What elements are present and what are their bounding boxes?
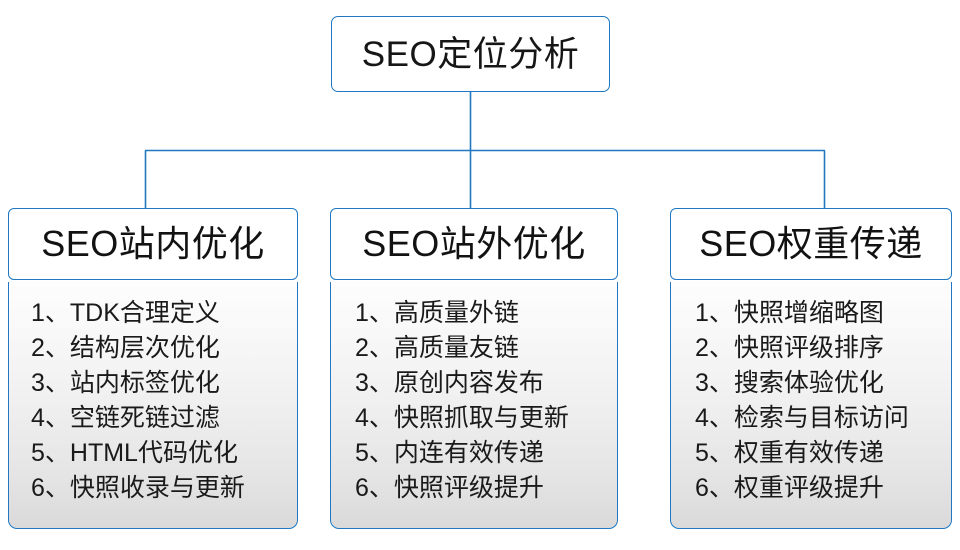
list-item: 4、空链死链过滤 bbox=[31, 404, 220, 432]
list-item: 3、原创内容发布 bbox=[355, 369, 544, 397]
branch-body-seo-offsite: 1、高质量外链 2、高质量友链 3、原创内容发布 4、快照抓取与更新 5、内连有… bbox=[330, 282, 618, 529]
list-item: 3、站内标签优化 bbox=[31, 369, 220, 397]
branch-body-seo-weight: 1、快照增缩略图 2、快照评级排序 3、搜索体验优化 4、检索与目标访问 5、权… bbox=[670, 282, 952, 529]
branch-header-seo-offsite[interactable]: SEO站外优化 bbox=[330, 208, 618, 280]
list-item: 5、HTML代码优化 bbox=[31, 439, 238, 467]
branch-item-list: 1、TDK合理定义 2、结构层次优化 3、站内标签优化 4、空链死链过滤 5、H… bbox=[9, 296, 297, 506]
branch-column-seo-offsite: SEO站外优化 1、高质量外链 2、高质量友链 3、原创内容发布 4、快照抓取与… bbox=[330, 208, 618, 529]
branch-item-list: 1、高质量外链 2、高质量友链 3、原创内容发布 4、快照抓取与更新 5、内连有… bbox=[331, 296, 617, 506]
list-item: 2、结构层次优化 bbox=[31, 334, 220, 362]
root-node-label: SEO定位分析 bbox=[361, 34, 580, 74]
branch-column-seo-onsite: SEO站内优化 1、TDK合理定义 2、结构层次优化 3、站内标签优化 4、空链… bbox=[8, 208, 298, 529]
list-item: 3、搜索体验优化 bbox=[695, 369, 884, 397]
branch-header-label: SEO站外优化 bbox=[362, 223, 586, 264]
list-item: 5、内连有效传递 bbox=[355, 439, 544, 467]
list-item: 2、高质量友链 bbox=[355, 334, 519, 362]
list-item: 6、快照评级提升 bbox=[355, 474, 544, 502]
branch-header-seo-onsite[interactable]: SEO站内优化 bbox=[8, 208, 298, 280]
branch-header-seo-weight[interactable]: SEO权重传递 bbox=[670, 208, 952, 280]
list-item: 4、快照抓取与更新 bbox=[355, 404, 569, 432]
branch-header-label: SEO权重传递 bbox=[699, 223, 923, 264]
list-item: 5、权重有效传递 bbox=[695, 439, 884, 467]
root-node[interactable]: SEO定位分析 bbox=[331, 16, 610, 92]
list-item: 1、快照增缩略图 bbox=[695, 299, 884, 327]
list-item: 1、TDK合理定义 bbox=[31, 299, 220, 327]
branch-column-seo-weight: SEO权重传递 1、快照增缩略图 2、快照评级排序 3、搜索体验优化 4、检索与… bbox=[670, 208, 952, 529]
list-item: 4、检索与目标访问 bbox=[695, 404, 909, 432]
list-item: 2、快照评级排序 bbox=[695, 334, 884, 362]
list-item: 6、权重评级提升 bbox=[695, 474, 884, 502]
branch-body-seo-onsite: 1、TDK合理定义 2、结构层次优化 3、站内标签优化 4、空链死链过滤 5、H… bbox=[8, 282, 298, 529]
list-item: 1、高质量外链 bbox=[355, 299, 519, 327]
branch-item-list: 1、快照增缩略图 2、快照评级排序 3、搜索体验优化 4、检索与目标访问 5、权… bbox=[671, 296, 951, 506]
branch-header-label: SEO站内优化 bbox=[41, 223, 265, 264]
list-item: 6、快照收录与更新 bbox=[31, 474, 245, 502]
